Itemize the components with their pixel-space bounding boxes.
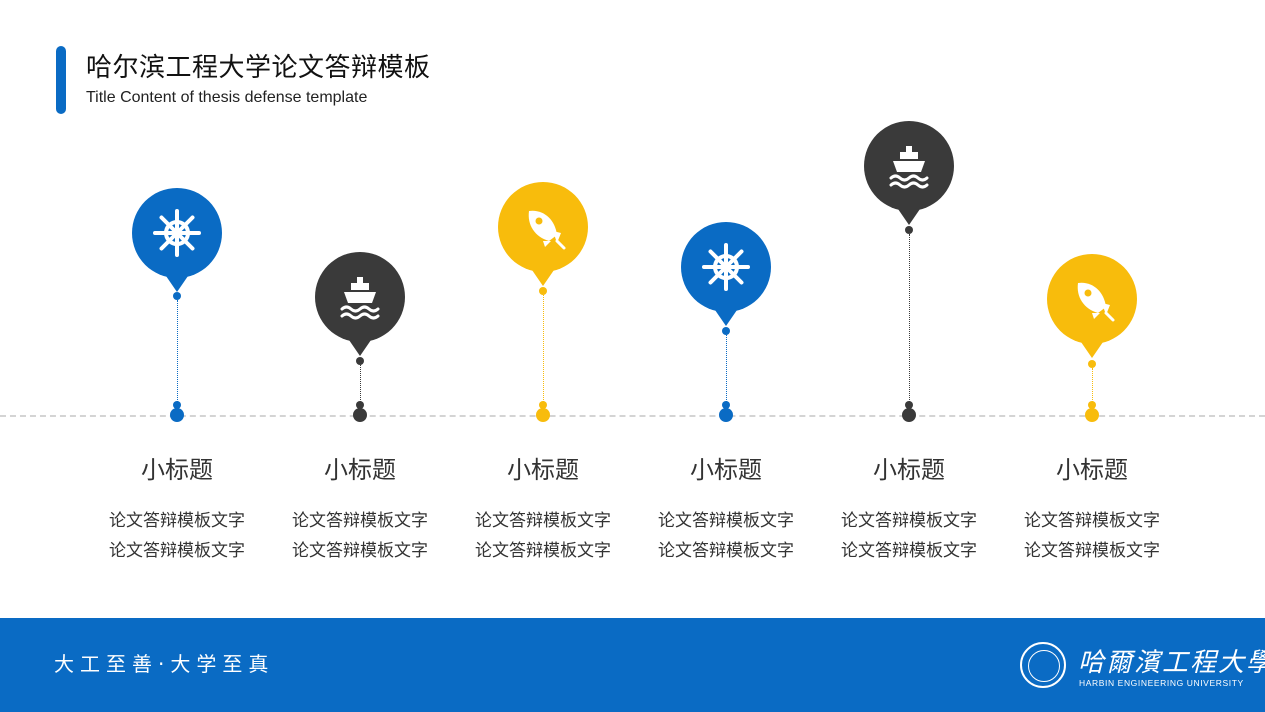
pin-marker — [315, 252, 405, 356]
ship-icon — [889, 146, 929, 189]
university-logo-english: HARBIN ENGINEERING UNIVERSITY — [1079, 678, 1244, 688]
item-desc: 论文答辩模板文字 论文答辩模板文字 — [453, 506, 633, 566]
pin-marker — [132, 188, 222, 292]
stem-top-dot — [722, 327, 730, 335]
item-desc-line: 论文答辩模板文字 — [658, 541, 794, 561]
rocket-icon — [528, 210, 566, 250]
timeline-stem — [360, 365, 361, 408]
item-desc-line: 论文答辩模板文字 — [1024, 511, 1160, 531]
item-desc: 论文答辩模板文字 论文答辩模板文字 — [819, 506, 999, 566]
stem-top-dot — [905, 226, 913, 234]
timeline-stem — [177, 300, 178, 408]
item-title: 小标题 — [141, 456, 213, 484]
item-desc-line: 论文答辩模板文字 — [841, 511, 977, 531]
university-seal-icon — [1020, 642, 1066, 688]
rocket-icon — [1077, 282, 1115, 322]
stem-top-dot — [1088, 360, 1096, 368]
item-desc-line: 论文答辩模板文字 — [109, 511, 245, 531]
timeline-node — [170, 401, 184, 422]
item-desc-line: 论文答辩模板文字 — [292, 541, 428, 561]
item-desc: 论文答辩模板文字 论文答辩模板文字 — [1002, 506, 1182, 566]
footer-motto: 大工至善·大学至真 — [54, 652, 275, 676]
stem-top-dot — [356, 357, 364, 365]
page-title: 哈尔滨工程大学论文答辩模板 — [86, 53, 431, 83]
stem-top-dot — [539, 287, 547, 295]
ship-wheel-icon — [702, 243, 750, 291]
item-title: 小标题 — [873, 456, 945, 484]
item-desc-line: 论文答辩模板文字 — [109, 541, 245, 561]
title-accent-bar — [56, 46, 66, 114]
item-title: 小标题 — [1056, 456, 1128, 484]
item-desc: 论文答辩模板文字 论文答辩模板文字 — [270, 506, 450, 566]
timeline-node — [902, 401, 916, 422]
pin-marker — [1047, 254, 1137, 358]
item-desc: 论文答辩模板文字 论文答辩模板文字 — [636, 506, 816, 566]
ship-wheel-icon — [153, 209, 201, 257]
item-desc-line: 论文答辩模板文字 — [658, 511, 794, 531]
item-desc-line: 论文答辩模板文字 — [841, 541, 977, 561]
pin-marker — [681, 222, 771, 326]
timeline-node — [536, 401, 550, 422]
timeline-node — [353, 401, 367, 422]
university-logo-text: 哈爾濱工程大學 — [1078, 648, 1265, 678]
timeline-stem — [543, 295, 544, 408]
pin-marker — [864, 121, 954, 225]
item-desc-line: 论文答辩模板文字 — [1024, 541, 1160, 561]
item-desc-line: 论文答辩模板文字 — [475, 511, 611, 531]
timeline-node — [1085, 401, 1099, 422]
item-desc-line: 论文答辩模板文字 — [475, 541, 611, 561]
item-title: 小标题 — [324, 456, 396, 484]
pin-marker — [498, 182, 588, 286]
ship-icon — [340, 277, 380, 320]
item-desc: 论文答辩模板文字 论文答辩模板文字 — [87, 506, 267, 566]
footer-bar: 大工至善·大学至真 哈爾濱工程大學 HARBIN ENGINEERING UNI… — [0, 618, 1265, 712]
timeline-stem — [909, 234, 910, 408]
timeline-baseline — [0, 415, 1265, 417]
timeline-stem — [726, 335, 727, 408]
item-desc-line: 论文答辩模板文字 — [292, 511, 428, 531]
item-title: 小标题 — [507, 456, 579, 484]
stem-top-dot — [173, 292, 181, 300]
timeline-node — [719, 401, 733, 422]
item-title: 小标题 — [690, 456, 762, 484]
page-subtitle: Title Content of thesis defense template — [86, 89, 368, 106]
timeline-stem — [1092, 368, 1093, 408]
